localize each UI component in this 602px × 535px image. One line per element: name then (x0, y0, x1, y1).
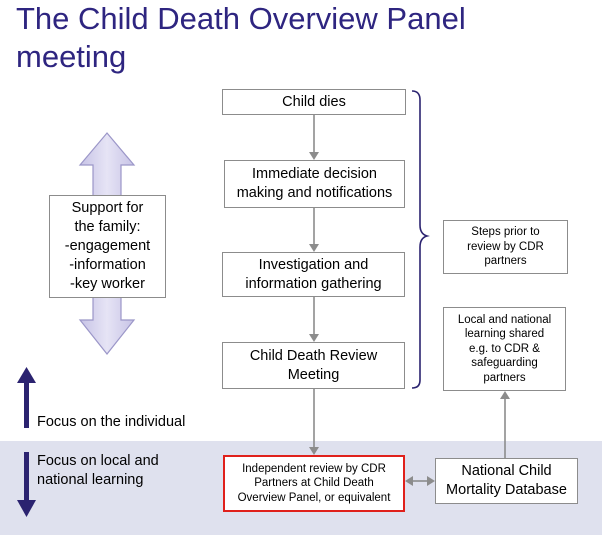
immediate-decision-box: Immediate decision making and notificati… (224, 160, 405, 208)
family-line-5: -key worker (70, 276, 145, 292)
learning-line-4: safeguarding (471, 357, 538, 370)
arrow-down-learning-icon (17, 452, 36, 517)
steps-bracket (411, 90, 430, 389)
learning-line-1: Local and national (457, 313, 552, 326)
investigation-box: Investigation and information gathering (222, 252, 405, 297)
independent-line-3: Overview Panel, or equivalent (237, 491, 391, 504)
steps-prior-box: Steps prior to review by CDR partners (443, 220, 568, 274)
investigation-line-1: Investigation and (258, 256, 369, 273)
child-dies-box: Child dies (222, 89, 406, 115)
independent-review-box: Independent review by CDR Partners at Ch… (223, 455, 405, 512)
mortality-database-box: National Child Mortality Database (435, 458, 578, 504)
immediate-line-1: Immediate decision (252, 166, 377, 182)
steps-line-1: Steps prior to (471, 226, 540, 239)
cdr-meeting-line-1: Child Death Review (249, 347, 378, 364)
focus-individual-label: Focus on the individual (37, 414, 186, 430)
focus-learning-line-2: national learning (37, 472, 144, 488)
investigation-line-2: information gathering (245, 275, 382, 292)
family-line-3: -engagement (64, 238, 151, 254)
independent-line-1: Independent review by CDR (242, 462, 386, 475)
learning-line-3: e.g. to CDR & (469, 342, 540, 355)
learning-line-5: partners (483, 371, 526, 384)
steps-line-3: partners (484, 255, 527, 268)
arrow-up-individual-icon (17, 367, 36, 428)
immediate-line-2: making and notifications (236, 185, 393, 201)
child-dies-label: Child dies (282, 93, 346, 110)
steps-line-2: review by CDR (467, 240, 544, 253)
database-line-1: National Child (461, 463, 552, 479)
title-line-2: meeting (16, 39, 127, 74)
focus-learning-line-1: Focus on local and (37, 453, 159, 469)
page-title: The Child Death Overview Panel meeting (16, 0, 466, 76)
family-line-1: Support for (71, 200, 144, 216)
cdr-meeting-box: Child Death Review Meeting (222, 342, 405, 389)
family-support-box: Support for the family: -engagement -inf… (49, 195, 166, 298)
cdr-meeting-line-2: Meeting (287, 366, 340, 383)
independent-line-2: Partners at Child Death (254, 477, 374, 490)
family-line-4: -information (69, 257, 146, 273)
database-line-2: Mortality Database (446, 482, 567, 498)
learning-shared-box: Local and national learning shared e.g. … (443, 307, 566, 391)
title-line-1: The Child Death Overview Panel (16, 1, 466, 36)
learning-line-2: learning shared (464, 328, 545, 341)
family-line-2: the family: (74, 219, 141, 235)
focus-learning-label: Focus on local and national learning (37, 452, 159, 490)
